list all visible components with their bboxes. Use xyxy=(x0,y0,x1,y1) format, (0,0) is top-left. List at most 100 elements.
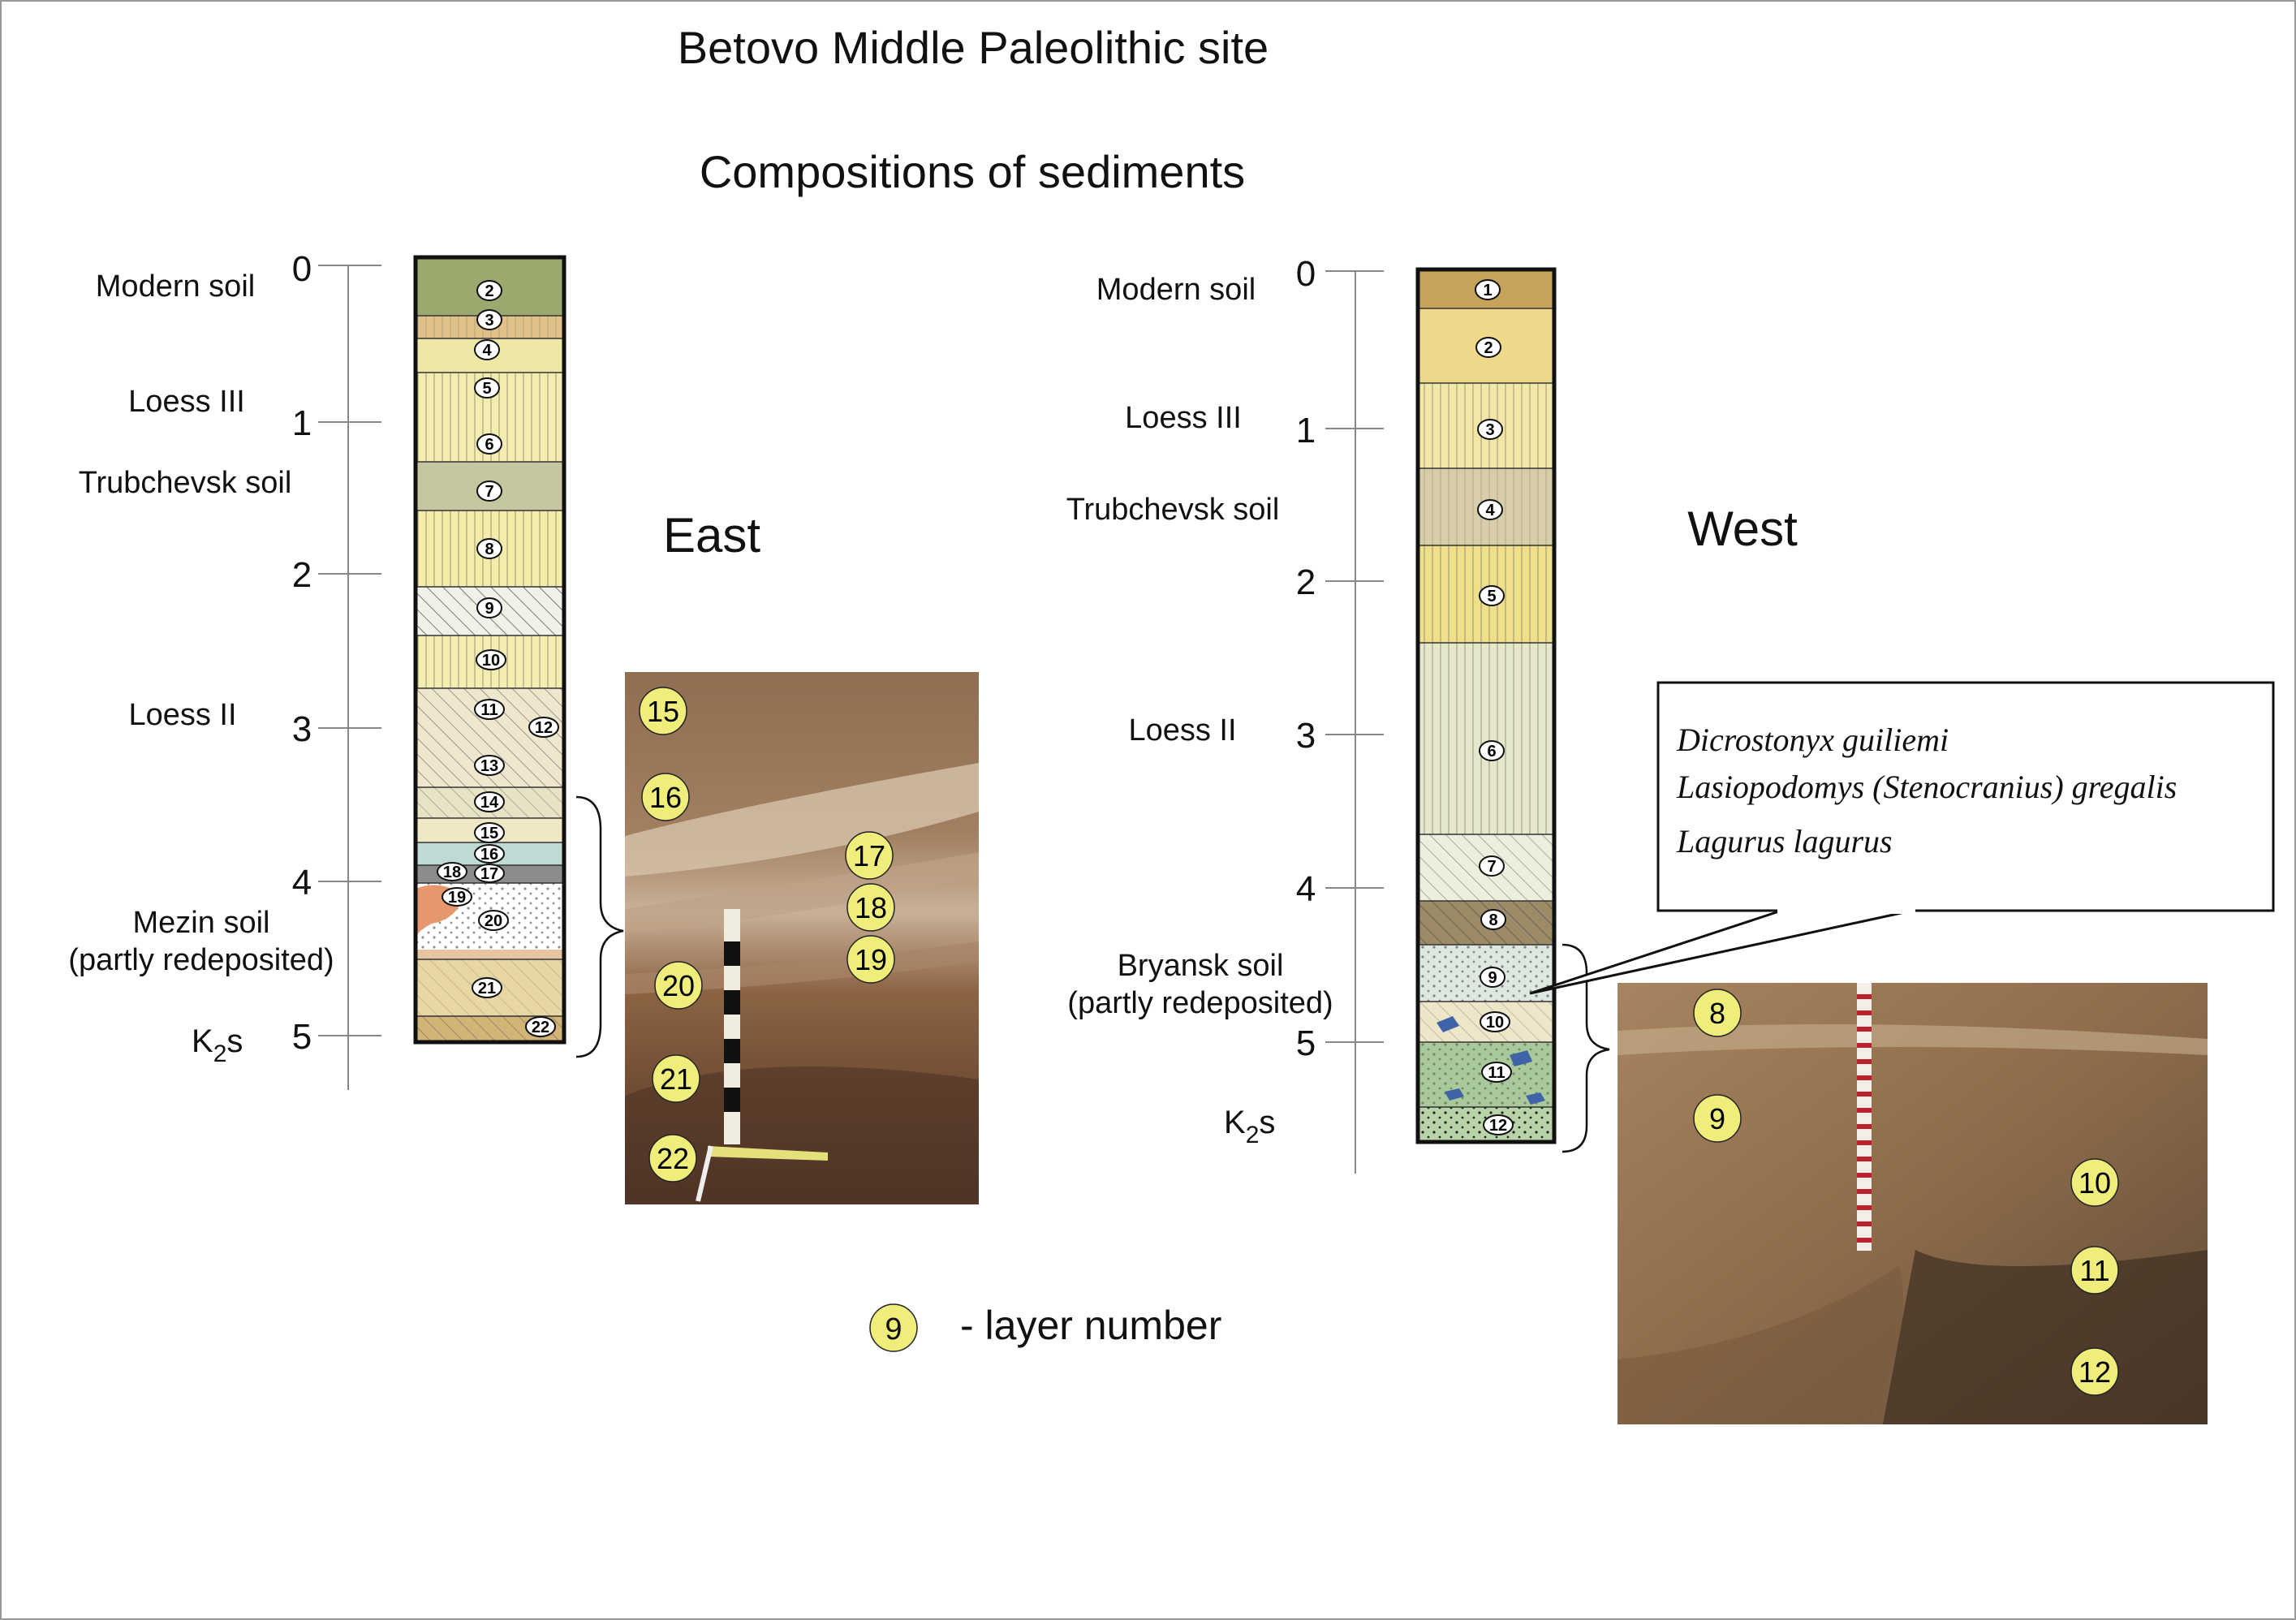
east-brace xyxy=(575,795,624,1058)
svg-text:7: 7 xyxy=(485,483,493,501)
west-label: West xyxy=(1687,502,1798,556)
east-layer-7: 7 xyxy=(476,480,502,502)
east-photo-label-15: 15 xyxy=(639,687,687,735)
svg-text:8: 8 xyxy=(1709,997,1725,1030)
west-layer-4: 4 xyxy=(1477,499,1503,520)
west-layer-7: 7 xyxy=(1479,855,1505,877)
legend: 9 - layer number xyxy=(869,1303,1221,1352)
species-2: Lasiopodomys (Stenocranius) gregalis xyxy=(1676,769,2177,805)
svg-text:12: 12 xyxy=(2078,1355,2111,1389)
east-unit-modern-soil: Modern soil xyxy=(96,269,255,304)
east-unit-trubchevsk-soil: Trubchevsk soil xyxy=(79,466,292,500)
svg-text:6: 6 xyxy=(485,436,493,454)
west-photo-label-9: 9 xyxy=(1693,1094,1742,1143)
west-tick-1: 1 xyxy=(1296,411,1316,450)
west-section: West 0 1 2 3 4 5 Modern soil Loess III T… xyxy=(1066,254,2275,1424)
west-photo-labels: 8 9 10 11 12 xyxy=(1693,989,2119,1396)
east-unit-loess-iii: Loess III xyxy=(128,385,245,419)
west-layer-markers: 1 2 3 4 5 6 7 8 9 10 11 12 xyxy=(1475,279,1514,1135)
svg-text:3: 3 xyxy=(1485,421,1494,439)
east-tick-1: 1 xyxy=(292,403,312,443)
west-tick-3: 3 xyxy=(1296,716,1316,756)
east-layer-20: 20 xyxy=(478,910,509,931)
west-brace xyxy=(1562,943,1610,1153)
east-layer-17: 17 xyxy=(474,864,505,883)
svg-text:16: 16 xyxy=(649,781,682,814)
east-photo-label-22: 22 xyxy=(648,1134,697,1183)
east-photo-labels: 15 16 17 18 19 20 21 22 xyxy=(639,687,895,1183)
west-layer-2: 2 xyxy=(1475,337,1501,358)
svg-text:19: 19 xyxy=(855,943,887,976)
west-unit-bryansk-soil: Bryansk soil xyxy=(1118,949,1284,983)
east-layer-22: 22 xyxy=(525,1016,556,1037)
svg-text:4: 4 xyxy=(1485,502,1495,519)
west-photo xyxy=(1618,983,2208,1424)
east-depth-scale: 0 1 2 3 4 5 xyxy=(292,249,381,1090)
west-layer-5: 5 xyxy=(1479,585,1505,606)
svg-text:20: 20 xyxy=(662,969,695,1002)
svg-text:15: 15 xyxy=(647,695,679,728)
west-unit-k2s: K2s xyxy=(1224,1105,1275,1148)
west-layer-10: 10 xyxy=(1480,1011,1510,1032)
svg-text:5: 5 xyxy=(482,380,491,398)
svg-text:11: 11 xyxy=(1488,1064,1505,1082)
east-tick-4: 4 xyxy=(292,863,312,903)
svg-text:10: 10 xyxy=(2078,1166,2111,1200)
legend-text: - layer number xyxy=(960,1303,1221,1348)
west-layer-8: 8 xyxy=(1480,909,1506,930)
west-photo-label-12: 12 xyxy=(2070,1347,2119,1396)
east-label: East xyxy=(663,508,760,562)
east-layer-2: 2 xyxy=(476,280,502,301)
east-section: East 0 1 2 3 4 5 Modern soil Loess III T… xyxy=(68,249,979,1204)
svg-text:20: 20 xyxy=(485,912,502,930)
svg-text:11: 11 xyxy=(480,701,498,719)
svg-text:12: 12 xyxy=(1489,1117,1507,1135)
svg-text:8: 8 xyxy=(1488,911,1497,929)
east-photo-label-21: 21 xyxy=(652,1054,700,1103)
svg-text:22: 22 xyxy=(532,1019,549,1036)
east-layer-4: 4 xyxy=(474,339,500,360)
east-photo-label-19: 19 xyxy=(846,935,895,984)
svg-text:14: 14 xyxy=(480,794,499,812)
east-tick-0: 0 xyxy=(292,249,312,289)
svg-text:2: 2 xyxy=(485,282,493,300)
east-photo-label-17: 17 xyxy=(845,831,894,880)
west-unit-loess-ii: Loess II xyxy=(1128,713,1236,748)
east-layer-14: 14 xyxy=(474,791,505,812)
west-unit-trubchevsk-soil: Trubchevsk soil xyxy=(1066,493,1280,527)
east-photo xyxy=(625,672,979,1204)
svg-text:19: 19 xyxy=(448,889,466,907)
figure-subtitle: Compositions of sediments xyxy=(700,146,1245,197)
west-depth-scale: 0 1 2 3 4 5 xyxy=(1296,254,1384,1174)
west-layer-6: 6 xyxy=(1479,740,1505,761)
svg-text:7: 7 xyxy=(1487,858,1496,876)
west-layer-3: 3 xyxy=(1477,419,1503,440)
east-layer-6: 6 xyxy=(476,433,502,455)
west-layer-1: 1 xyxy=(1475,279,1501,300)
svg-text:13: 13 xyxy=(480,757,498,775)
east-tick-2: 2 xyxy=(292,555,312,595)
east-layer-15: 15 xyxy=(474,822,505,843)
west-tick-5: 5 xyxy=(1296,1023,1316,1063)
west-photo-label-11: 11 xyxy=(2070,1246,2119,1295)
east-layer-10: 10 xyxy=(476,649,506,670)
species-3: Lagurus lagurus xyxy=(1676,823,1893,860)
svg-text:18: 18 xyxy=(443,864,461,881)
east-photo-label-16: 16 xyxy=(641,773,690,821)
east-unit-k2s: K2s xyxy=(192,1023,243,1067)
west-layer-12: 12 xyxy=(1483,1114,1514,1135)
west-unit-bryansk-note: (partly redeposited) xyxy=(1067,986,1333,1020)
svg-text:10: 10 xyxy=(1486,1014,1504,1032)
west-tick-0: 0 xyxy=(1296,254,1316,294)
figure-title: Betovo Middle Paleolithic site xyxy=(678,22,1269,73)
west-layer-9: 9 xyxy=(1480,967,1506,988)
svg-text:22: 22 xyxy=(657,1142,689,1175)
east-layer-8: 8 xyxy=(476,538,502,559)
svg-text:9: 9 xyxy=(485,600,493,618)
east-layer-3: 3 xyxy=(476,309,502,330)
svg-text:15: 15 xyxy=(480,825,498,842)
west-unit-loess-iii: Loess III xyxy=(1125,401,1242,435)
